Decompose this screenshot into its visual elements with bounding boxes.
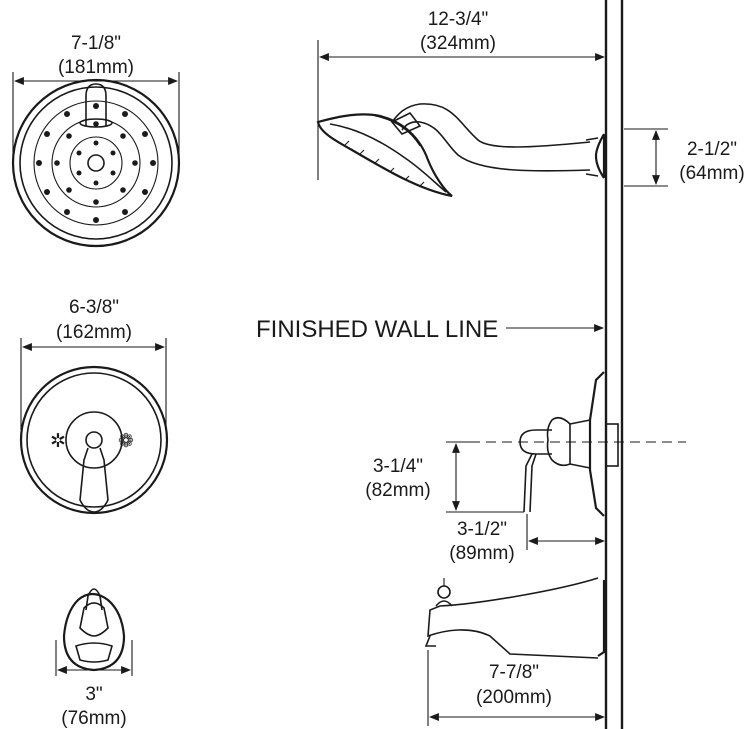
showerhead-side-view [316, 103, 606, 198]
showerhead-diameter-imperial: 7-1/8" [71, 33, 121, 54]
hot-indicator-icon: ❁ [118, 431, 134, 452]
dim-spout-reach: 7-7/8" (200mm) [427, 650, 605, 726]
arm-reach-metric: (324mm) [420, 33, 496, 54]
flange-height-imperial: 2-1/2" [687, 139, 737, 160]
trim-plate-front-view: ✲ ❁ [19, 365, 169, 515]
showerhead-front-view [11, 78, 181, 248]
handle-drop-metric: (82mm) [365, 480, 430, 501]
spout-flange-metric: (76mm) [61, 708, 126, 729]
cold-indicator-icon: ✲ [50, 431, 66, 452]
finished-wall-line-callout: FINISHED WALL LINE [256, 316, 604, 343]
dim-flange-height: 2-1/2" (64mm) [624, 128, 745, 187]
flange-height-metric: (64mm) [679, 163, 744, 184]
dim-shower-arm-reach: 12-3/4" (324mm) [317, 9, 605, 180]
arm-reach-imperial: 12-3/4" [428, 9, 489, 30]
dim-handle-drop: 3-1/4" (82mm) [365, 441, 524, 513]
spout-reach-imperial: 7-7/8" [489, 662, 539, 683]
handle-projection-metric: (89mm) [449, 543, 514, 564]
dim-trim-plate-diameter: 6-3/8" (162mm) [20, 297, 167, 430]
nozzle-ticks [344, 140, 425, 187]
valve-trim-side-view [470, 371, 686, 517]
handle-drop-imperial: 3-1/4" [373, 456, 423, 477]
finished-wall [604, 0, 624, 729]
tub-spout-front-view [62, 588, 126, 672]
trim-plate-imperial: 6-3/8" [69, 297, 119, 318]
handle-projection-imperial: 3-1/2" [457, 519, 507, 540]
dim-showerhead-diameter: 7-1/8" (181mm) [12, 33, 180, 155]
showerhead-diameter-metric: (181mm) [58, 57, 134, 78]
dim-spout-flange-width: 3" (76mm) [55, 640, 133, 729]
spout-flange-imperial: 3" [85, 684, 102, 705]
dim-handle-projection: 3-1/2" (89mm) [449, 514, 605, 564]
spout-reach-metric: (200mm) [476, 687, 552, 708]
spray-nozzles [33, 100, 159, 226]
finished-wall-line-label: FINISHED WALL LINE [256, 316, 498, 343]
tub-spout-side-view [424, 577, 606, 659]
trim-plate-metric: (162mm) [56, 322, 132, 343]
